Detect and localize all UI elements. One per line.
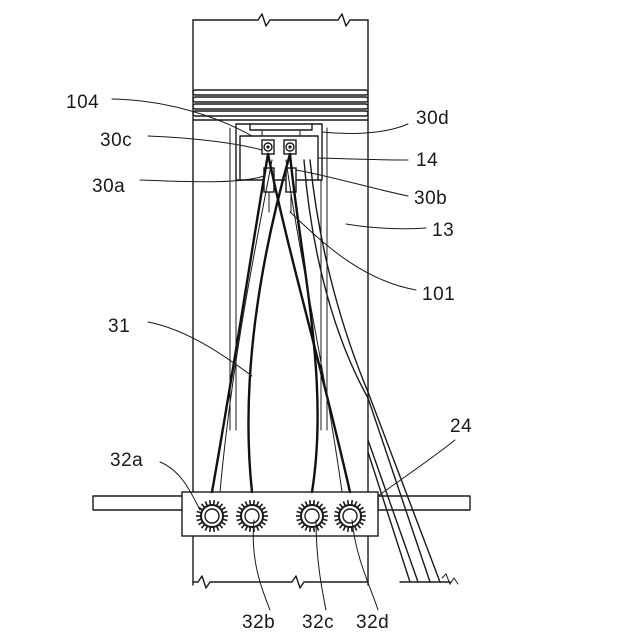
label-30b: 30b <box>414 188 447 209</box>
label-32c: 32c <box>302 612 334 633</box>
label-13: 13 <box>432 220 454 241</box>
horizontal-beam <box>93 492 470 536</box>
label-30a: 30a <box>92 176 125 197</box>
connector-ring <box>301 505 323 527</box>
label-32b: 32b <box>242 612 275 633</box>
label-31: 31 <box>108 316 130 337</box>
bellows-rings <box>193 90 368 120</box>
label-101: 101 <box>422 284 455 305</box>
label-30d: 30d <box>416 108 449 129</box>
cables <box>212 154 350 492</box>
label-14: 14 <box>416 150 438 171</box>
label-30c: 30c <box>100 130 132 151</box>
label-32d: 32d <box>356 612 389 633</box>
label-32a: 32a <box>110 450 143 471</box>
label-104: 104 <box>66 92 99 113</box>
label-24: 24 <box>450 416 472 437</box>
connector-ring <box>339 505 361 527</box>
